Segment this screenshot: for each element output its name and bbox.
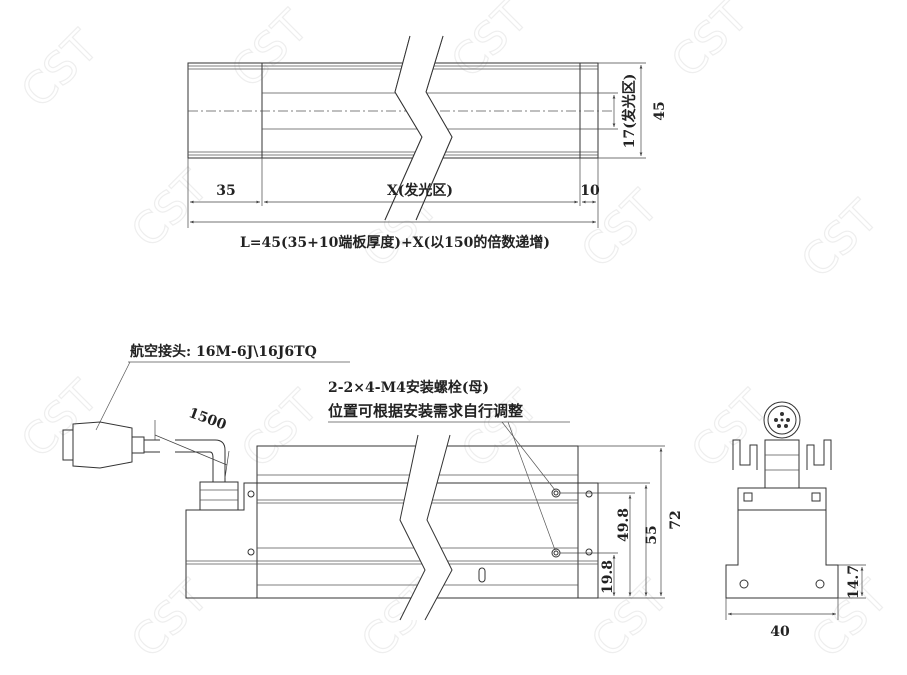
length-formula: L=45(35+10端板厚度)+X(以150的倍数递增) <box>240 234 550 251</box>
connector-label: 航空接头: 16M-6J\16J6TQ <box>130 343 317 360</box>
dim-35: 35 <box>216 183 235 199</box>
svg-text:CST: CST <box>662 0 759 88</box>
side-view: 航空接头: 16M-6J\16J6TQ 1500 <box>62 343 684 621</box>
dim-55: 55 <box>644 525 660 544</box>
svg-text:CST: CST <box>122 161 219 258</box>
svg-text:CST: CST <box>792 191 889 288</box>
dim-72: 72 <box>668 510 684 529</box>
svg-text:CST: CST <box>122 571 219 668</box>
dim-x-emitting: X(发光区) <box>387 182 453 199</box>
svg-text:CST: CST <box>442 0 539 88</box>
svg-text:CST: CST <box>232 381 329 478</box>
dim-19-8: 19.8 <box>600 560 616 594</box>
bolt-note: 位置可根据安装需求自行调整 <box>328 402 523 420</box>
dim-45: 45 <box>652 101 668 120</box>
bolt-label: 2-2×4-M4安装螺栓(母) <box>328 379 489 396</box>
top-view: 35 X(发光区) 10 45 17(发光区) L=45(35+10端板厚度)+… <box>187 35 668 251</box>
dim-10: 10 <box>580 183 600 199</box>
aviation-connector <box>62 421 239 511</box>
svg-text:CST: CST <box>682 381 779 478</box>
svg-text:CST: CST <box>12 21 109 118</box>
dim-49-8: 49.8 <box>616 508 632 542</box>
dim-14-7: 14.7 <box>846 565 862 599</box>
svg-text:CST: CST <box>12 371 109 468</box>
dim-40: 40 <box>770 624 790 640</box>
end-view: 40 14.7 <box>725 401 866 640</box>
cable-length: 1500 <box>186 405 228 433</box>
dim-17-emitting: 17(发光区) <box>621 74 638 149</box>
watermarks: CST CST CST CST CST CST CST CST CST CST … <box>11 0 899 668</box>
svg-text:CST: CST <box>222 1 319 98</box>
